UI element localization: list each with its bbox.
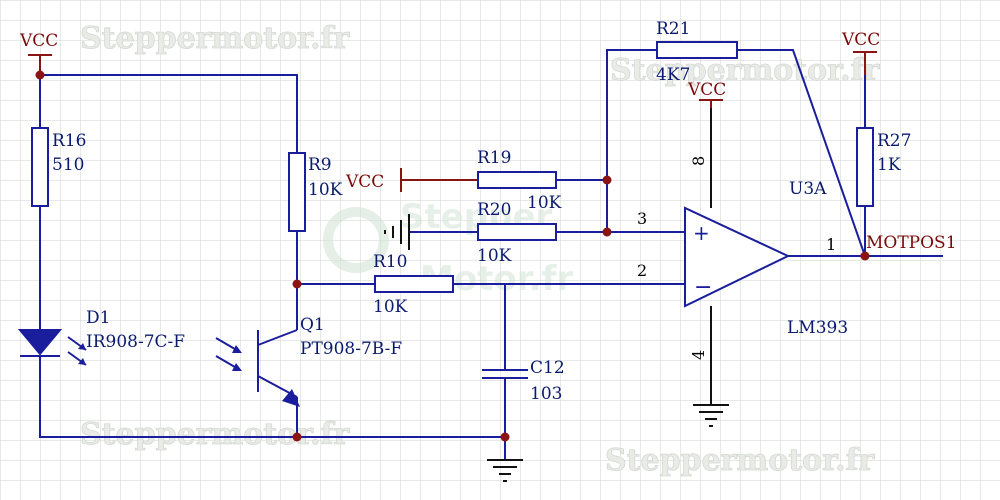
svg-text:510: 510 (52, 155, 84, 175)
vcc-symbol-right: VCC (841, 30, 880, 53)
watermark-bottom-left: Steppermotor.fr (80, 417, 350, 452)
vcc-symbol-r9-feed: VCC (345, 168, 402, 192)
watermark-top: Steppermotor.fr (80, 21, 350, 56)
watermark-bottom-right: Steppermotor.fr (605, 443, 875, 478)
svg-text:R27: R27 (877, 131, 911, 151)
svg-text:VCC: VCC (687, 80, 726, 100)
svg-text:−: − (694, 275, 712, 300)
svg-text:VCC: VCC (841, 30, 880, 50)
capacitor-c12: C12 103 (482, 358, 565, 404)
vcc-symbol-top-left: VCC (19, 31, 58, 56)
svg-text:IR908-7C-F: IR908-7C-F (86, 332, 185, 352)
ground-symbol-c12 (487, 459, 523, 482)
pin-label-vplus: 8 (689, 156, 708, 166)
pin-label-inv: 2 (637, 261, 647, 280)
resistor-r20: R20 10K (477, 200, 557, 266)
resistor-r16: R16 510 (31, 127, 86, 207)
ground-symbol-opamp (693, 404, 729, 427)
svg-text:U3A: U3A (789, 179, 827, 199)
resistor-r19: R19 10K (477, 148, 562, 213)
svg-text:C12: C12 (530, 358, 565, 378)
pin-label-noninv: 3 (637, 209, 647, 228)
svg-text:4K7: 4K7 (656, 65, 690, 85)
svg-text:R16: R16 (52, 131, 86, 151)
pin-label-gnd: 4 (689, 350, 708, 360)
svg-text:+: + (693, 221, 710, 245)
svg-text:D1: D1 (86, 308, 110, 328)
pin-label-out: 1 (826, 235, 836, 254)
ground-symbol-r20 (384, 214, 410, 250)
svg-text:R9: R9 (308, 155, 332, 175)
net-label-motpos1: MOTPOS1 (866, 233, 957, 253)
svg-text:R21: R21 (656, 19, 690, 39)
resistor-r9: R9 10K (288, 152, 343, 232)
svg-text:R10: R10 (373, 252, 407, 272)
svg-text:PT908-7B-F: PT908-7B-F (300, 339, 402, 359)
svg-text:Q1: Q1 (300, 315, 325, 335)
vcc-symbol-opamp: VCC (687, 80, 726, 101)
svg-text:10K: 10K (373, 297, 408, 317)
svg-text:R20: R20 (477, 200, 511, 220)
svg-text:103: 103 (530, 384, 562, 404)
phototransistor-q1: Q1 PT908-7B-F (215, 315, 402, 407)
resistor-r10: R10 10K (373, 252, 454, 317)
svg-text:R19: R19 (477, 148, 511, 168)
svg-text:10K: 10K (477, 246, 512, 266)
svg-text:VCC: VCC (345, 172, 384, 192)
led-d1: D1 IR908-7C-F (17, 308, 185, 366)
svg-text:10K: 10K (527, 193, 562, 213)
watermark-right: Steppermotor.fr (610, 53, 880, 88)
svg-text:VCC: VCC (19, 31, 58, 51)
svg-text:1K: 1K (877, 155, 901, 175)
svg-text:LM393: LM393 (787, 318, 848, 338)
comparator-u3a: + − U3A LM393 3 2 1 8 4 (637, 156, 848, 360)
watermark-logo: Stepper Motor.fr (323, 197, 573, 299)
resistor-r21: R21 4K7 (656, 19, 738, 85)
svg-text:10K: 10K (308, 180, 343, 200)
junctions (35, 70, 870, 442)
resistor-r27: R27 1K (856, 127, 911, 207)
